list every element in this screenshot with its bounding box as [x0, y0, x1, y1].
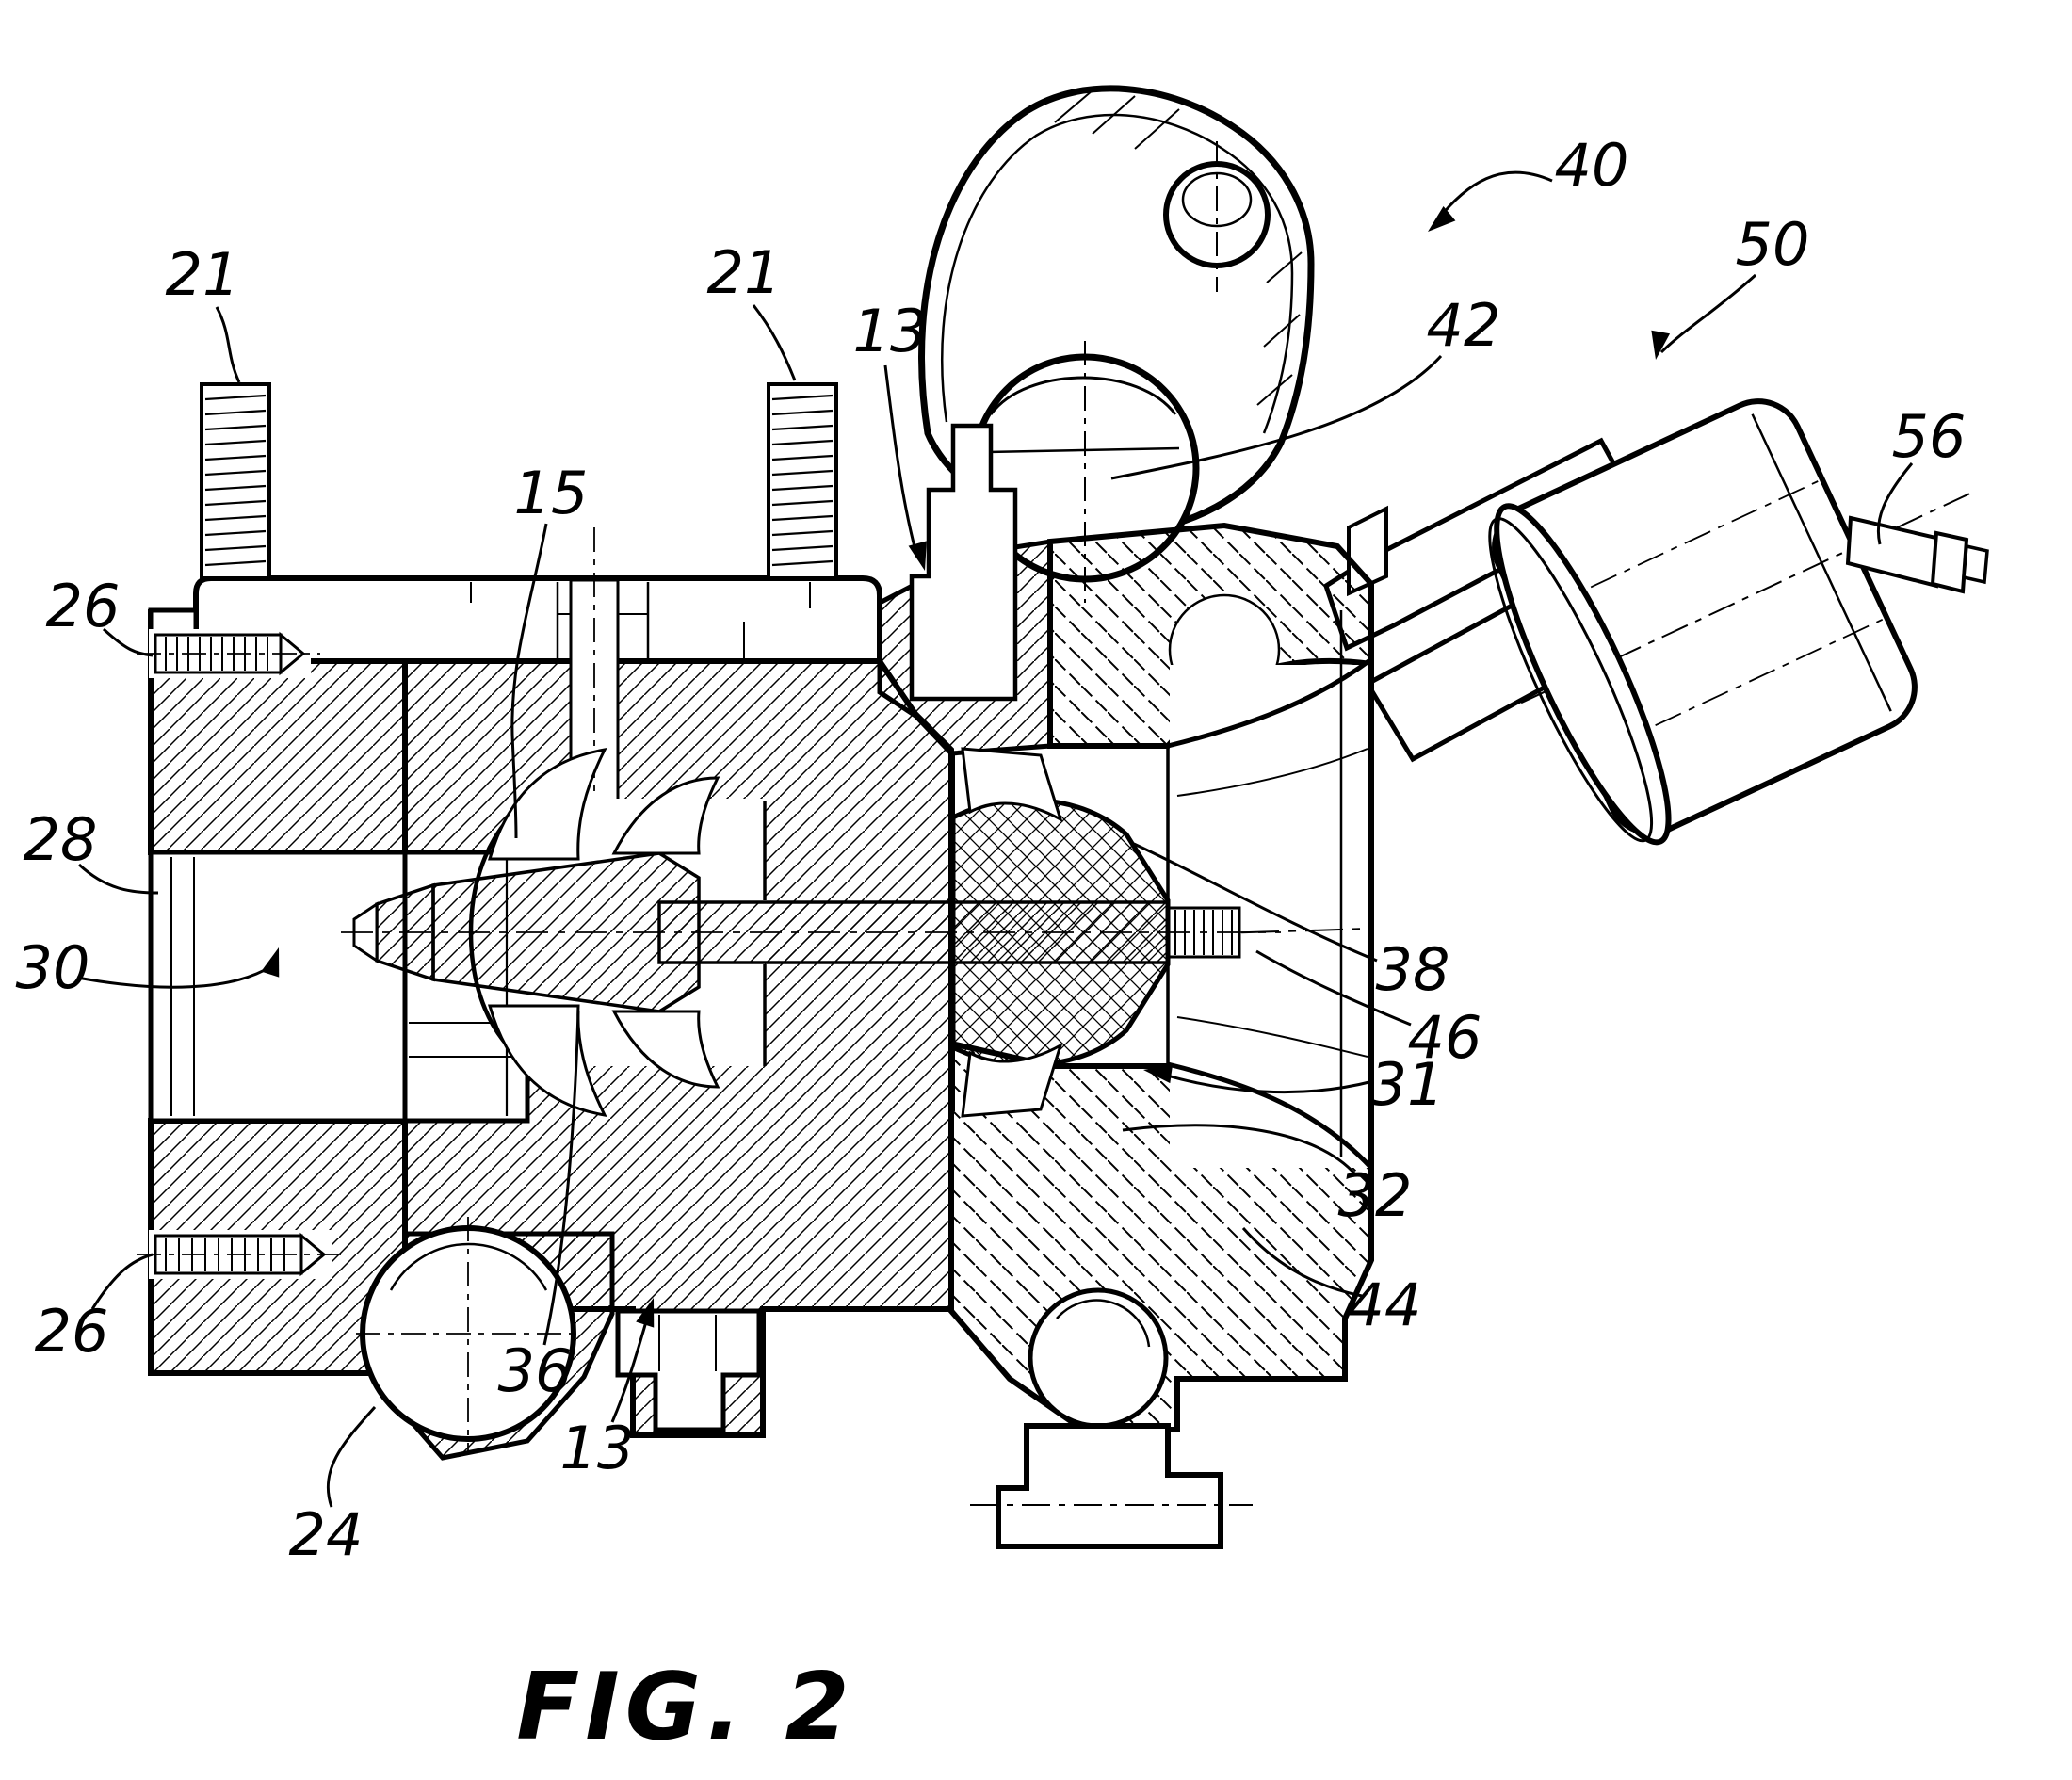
- ref-label-21-0: 21: [166, 240, 241, 383]
- ref-label-31-17: 31: [1143, 1050, 1444, 1119]
- ref-label-21-1: 21: [707, 238, 797, 381]
- ref-number: 46: [1408, 1003, 1482, 1072]
- leader-line: [215, 306, 241, 383]
- ref-number: 31: [1370, 1050, 1445, 1119]
- figure-caption: FIG. 2: [516, 1654, 854, 1761]
- mounting-plate: [193, 575, 882, 664]
- ref-number: 13: [560, 1414, 635, 1482]
- ref-label-42-4: 42: [1110, 291, 1501, 480]
- ref-number: 40: [1555, 131, 1629, 200]
- leader-arrowhead: [1143, 1064, 1174, 1084]
- leader-line: [1110, 354, 1443, 480]
- leader-arrowhead: [1651, 330, 1671, 360]
- ref-label-56-6: 56: [1876, 402, 1967, 545]
- ref-number: 26: [35, 1297, 109, 1366]
- vacuum-nipple: [1845, 515, 1989, 594]
- leader-line: [102, 627, 154, 657]
- ref-number: 44: [1348, 1270, 1422, 1339]
- ref-number: 24: [289, 1500, 364, 1569]
- vband-clamp-lug: [909, 423, 1018, 702]
- stud-left: [200, 382, 271, 580]
- leader-line: [542, 1011, 580, 1346]
- leader-arrowhead: [1428, 206, 1456, 232]
- ref-label-30-10: 30: [16, 933, 280, 1002]
- rotor-assembly: [341, 747, 1281, 1118]
- leader-line: [77, 863, 159, 895]
- turbine-bottom-flange: [996, 1423, 1223, 1549]
- ref-label-13-2: 13: [853, 297, 928, 571]
- inlet-flange: [918, 85, 1315, 603]
- leader-line: [1133, 842, 1378, 963]
- leader-arrowhead: [636, 1298, 655, 1328]
- stud-right: [767, 382, 838, 580]
- ref-label-38-15: 38: [1133, 842, 1450, 1004]
- ref-label-40-3: 40: [1428, 131, 1628, 232]
- leader-line: [1122, 1124, 1358, 1176]
- ref-number: 42: [1427, 291, 1501, 360]
- ref-label-44-19: 44: [1241, 1227, 1422, 1339]
- leader-line: [326, 1406, 377, 1508]
- leader-line: [1255, 949, 1412, 1027]
- leader-line: [1435, 170, 1553, 221]
- ref-number: 32: [1338, 1161, 1413, 1230]
- ref-number: 21: [707, 238, 782, 307]
- leader-line: [883, 364, 919, 558]
- ref-number: 15: [514, 459, 589, 527]
- ref-number: 50: [1736, 210, 1810, 279]
- leader-line: [752, 304, 797, 381]
- ref-label-26-8: 26: [46, 572, 154, 657]
- bolt-26-bottom: [137, 1230, 341, 1279]
- ref-number: 26: [46, 572, 121, 640]
- ref-number: 13: [853, 297, 928, 365]
- ref-label-15-7: 15: [510, 459, 589, 839]
- actuator-assembly: [1323, 398, 1989, 846]
- ref-number: 38: [1376, 935, 1450, 1004]
- turbine-scroll-channel: [1028, 1287, 1169, 1429]
- ref-label-24-12: 24: [289, 1406, 377, 1569]
- ref-label-50-5: 50: [1651, 210, 1809, 360]
- ref-number: 30: [16, 933, 90, 1002]
- ref-label-26-11: 26: [35, 1253, 154, 1366]
- leader-line: [76, 964, 272, 989]
- leader-line: [510, 523, 548, 839]
- leader-line: [90, 1253, 154, 1310]
- leader-line: [1659, 273, 1757, 354]
- ref-label-36-13: 36: [498, 1011, 580, 1405]
- ref-label-46-16: 46: [1255, 949, 1482, 1072]
- ref-label-28-9: 28: [24, 805, 159, 895]
- ref-label-13-14: 13: [560, 1298, 655, 1482]
- leader-line: [1876, 462, 1914, 545]
- ref-label-32-18: 32: [1122, 1124, 1413, 1230]
- flange-hatch-ticks: [1054, 89, 1303, 406]
- leader-arrowhead: [908, 541, 927, 571]
- leader-line: [1159, 1072, 1374, 1094]
- leader-arrowhead: [261, 947, 280, 978]
- ref-number: 28: [24, 805, 98, 874]
- ref-number: 36: [498, 1336, 573, 1405]
- leader-line: [1241, 1227, 1363, 1298]
- ref-number: 56: [1892, 402, 1967, 471]
- actuator-crimp-ring: [1494, 503, 1672, 846]
- ref-number: 21: [166, 240, 240, 309]
- bolt-26-top: [137, 629, 320, 678]
